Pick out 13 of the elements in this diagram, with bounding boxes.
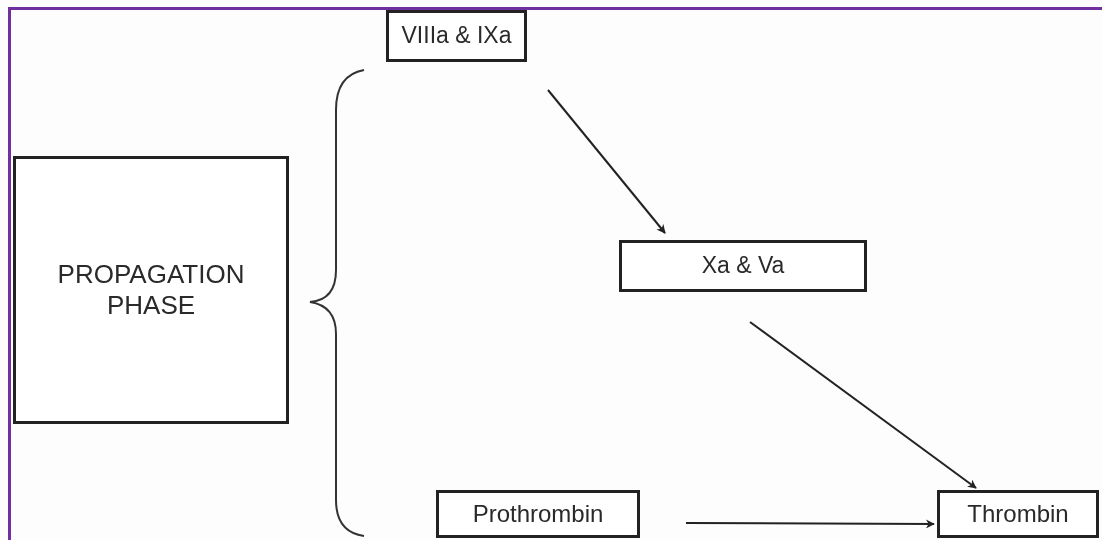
process-box (619, 240, 867, 292)
arrow (547, 89, 666, 234)
process-box (436, 490, 640, 538)
box-label: Xa & Va (701, 252, 785, 280)
box-label: VIIIa & IXa (401, 22, 512, 50)
arrow (749, 321, 977, 489)
arrow (685, 519, 935, 529)
box-label: Thrombin (967, 499, 1069, 529)
box-label: PROPAGATION PHASE (56, 258, 246, 322)
process-box (13, 156, 289, 424)
process-box (937, 490, 1099, 538)
process-box (386, 10, 527, 62)
box-label: Prothrombin (472, 499, 604, 529)
